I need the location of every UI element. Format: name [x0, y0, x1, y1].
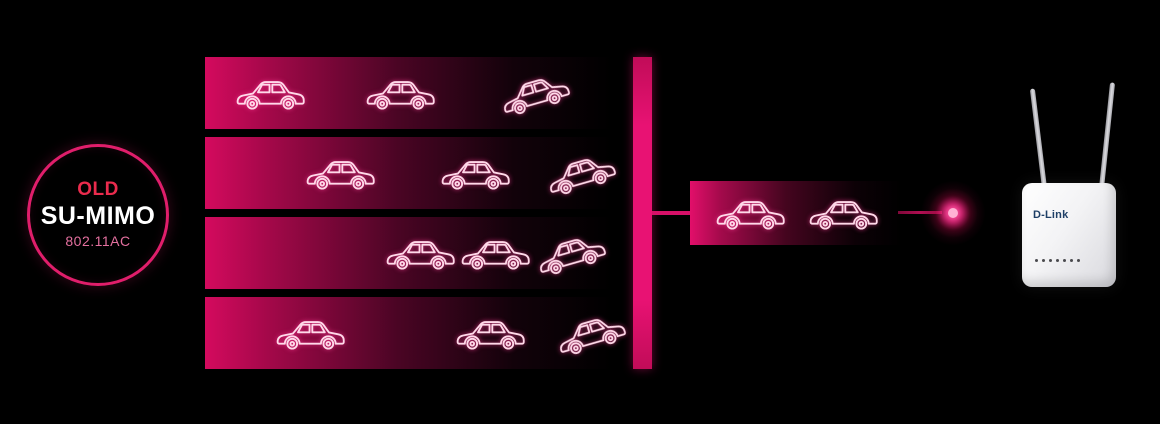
- led-dot: [1077, 259, 1080, 262]
- single-stream-lane: [690, 181, 902, 245]
- car-icon: [366, 81, 435, 110]
- led-dot: [1056, 259, 1059, 262]
- car-icon: [306, 161, 375, 190]
- car-icon: [461, 241, 530, 270]
- traffic-lanes-block: [205, 57, 652, 369]
- car-icon: [544, 152, 618, 198]
- led-row: [1035, 259, 1080, 262]
- merge-connector-line: [652, 211, 690, 215]
- d-link-logo: D-Link: [1033, 209, 1069, 221]
- led-dot: [1042, 259, 1045, 262]
- car-icon: [534, 232, 608, 278]
- badge-old-label: OLD: [77, 179, 119, 201]
- lane-end-bar: [633, 57, 652, 369]
- access-point-device: D-Link: [1022, 183, 1116, 287]
- antenna-left: [1029, 88, 1047, 189]
- traffic-lane-3: [205, 217, 634, 289]
- su-mimo-badge: OLD SU-MIMO 802.11AC: [27, 144, 169, 286]
- car-icon: [456, 321, 525, 350]
- car-icon: [276, 321, 345, 350]
- car-icon: [716, 201, 785, 230]
- led-dot: [1063, 259, 1066, 262]
- car-icon: [809, 201, 878, 230]
- traffic-lane-1: [205, 57, 634, 129]
- traffic-lane-4: [205, 297, 634, 369]
- badge-standard-label: 802.11AC: [65, 233, 131, 250]
- car-icon: [236, 81, 305, 110]
- car-icon: [554, 312, 628, 358]
- led-dot: [1035, 259, 1038, 262]
- traffic-lane-2: [205, 137, 634, 209]
- led-dot: [1049, 259, 1052, 262]
- stream-to-signal-line: [898, 211, 942, 214]
- antenna-right: [1099, 82, 1116, 189]
- signal-glow-core: [948, 208, 958, 218]
- car-icon: [498, 72, 572, 118]
- led-dot: [1070, 259, 1073, 262]
- badge-su-mimo-label: SU-MIMO: [40, 202, 156, 231]
- car-icon: [386, 241, 455, 270]
- car-icon: [441, 161, 510, 190]
